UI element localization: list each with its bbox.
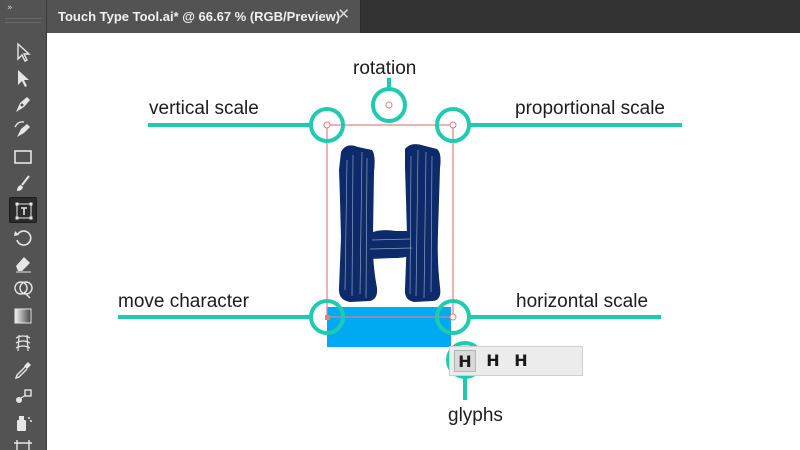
top-right-handle	[449, 121, 457, 129]
pen-tool-icon	[16, 97, 30, 112]
character-baseline-highlight	[327, 307, 451, 347]
proportional-scale-label: proportional scale	[515, 98, 665, 119]
glyph-alternates-bar: H H H	[449, 346, 583, 376]
horizontal-scale-circle	[435, 299, 471, 335]
document-tab[interactable]: Touch Type Tool.ai* @ 66.67 % (RGB/Previ…	[47, 0, 361, 33]
touch-type-tool-icon	[15, 202, 33, 220]
glyph-alternate-1[interactable]: H	[454, 350, 476, 372]
eraser-tool-icon	[16, 257, 31, 273]
move-character-label: move character	[118, 291, 249, 312]
proportional-scale-circle	[435, 107, 471, 143]
move-character-circle	[309, 299, 345, 335]
paintbrush-tool-button[interactable]	[9, 171, 37, 197]
direct-selection-tool-icon	[18, 70, 29, 87]
shape-builder-tool-button[interactable]	[9, 276, 37, 302]
selection-tool-button[interactable]	[9, 39, 37, 65]
rotation-handle	[385, 101, 393, 109]
document-tab-title: Touch Type Tool.ai* @ 66.67 % (RGB/Previ…	[58, 9, 341, 24]
paintbrush-tool-icon	[17, 175, 30, 191]
rotation-circle	[371, 87, 407, 123]
vertical-scale-label: vertical scale	[149, 98, 259, 119]
curvature-tool-button[interactable]	[9, 117, 37, 143]
top-left-handle	[323, 121, 331, 129]
glyph-alternate-2[interactable]: H	[486, 351, 500, 370]
mesh-tool-button[interactable]	[9, 330, 37, 356]
pen-tool-button[interactable]	[9, 91, 37, 117]
gradient-tool-button[interactable]	[9, 303, 37, 329]
horizontal-scale-label: horizontal scale	[516, 291, 649, 312]
mesh-tool-icon	[15, 334, 31, 352]
symbol-sprayer-tool-icon	[17, 416, 32, 431]
gradient-tool-icon	[14, 308, 32, 324]
shape-builder-tool-icon	[14, 281, 33, 299]
artboard-tool-icon	[14, 440, 32, 450]
brush-letter-h	[338, 144, 441, 302]
close-tab-icon[interactable]: ✕	[337, 5, 350, 23]
rectangle-tool-button[interactable]	[9, 144, 37, 170]
eraser-tool-button[interactable]	[9, 250, 37, 276]
character-bounding-box	[326, 124, 454, 318]
rotate-tool-icon	[14, 230, 32, 246]
rectangle-tool-icon	[14, 150, 32, 164]
symbol-sprayer-tool-button[interactable]	[9, 410, 37, 436]
rotate-tool-button[interactable]	[9, 224, 37, 250]
blend-tool-icon	[16, 389, 32, 403]
glyph-alternate-3[interactable]: H	[514, 351, 528, 370]
eyedropper-tool-button[interactable]	[9, 357, 37, 383]
direct-selection-tool-button[interactable]	[9, 65, 37, 91]
rotation-label: rotation	[353, 58, 417, 79]
callout-diagram	[118, 78, 682, 400]
selection-tool-icon	[17, 42, 31, 62]
vertical-scale-circle	[309, 107, 345, 143]
artboard-tool-button[interactable]	[9, 436, 37, 450]
glyphs-label: glyphs	[448, 405, 503, 426]
panel-grip[interactable]	[5, 18, 41, 23]
eyedropper-tool-icon	[14, 362, 31, 380]
tools-panel: »	[0, 0, 47, 450]
brush-texture	[344, 149, 433, 299]
bottom-left-handle	[325, 315, 330, 320]
bottom-right-handle	[449, 313, 457, 321]
collapse-panel-button[interactable]: »	[7, 3, 12, 13]
blend-tool-button[interactable]	[9, 384, 37, 410]
curvature-tool-icon	[14, 121, 30, 137]
touch-type-tool-button[interactable]	[9, 197, 37, 223]
artboard-canvas[interactable]: H H H rotation vertical scale proportion…	[47, 33, 800, 450]
